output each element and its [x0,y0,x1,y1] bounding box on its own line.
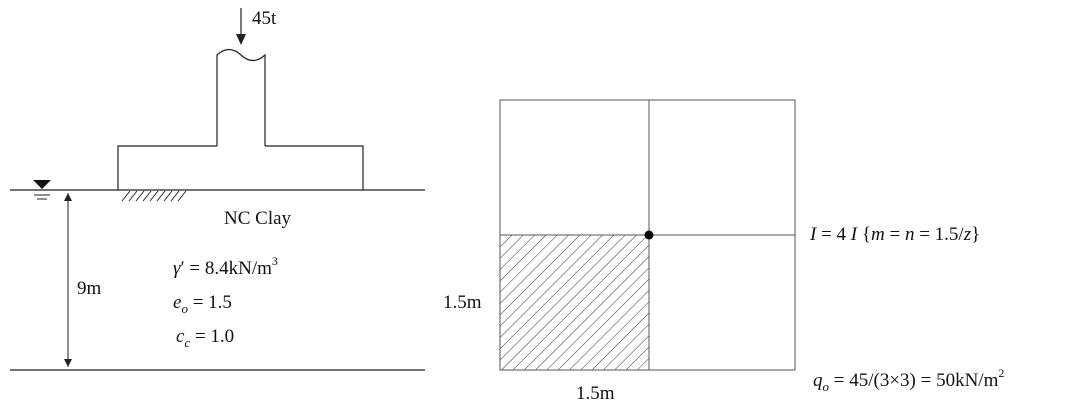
gamma-exponent: 3 [272,254,278,268]
pressure-exponent: 2 [998,366,1004,380]
side-dimension-label: 1.5m [443,292,482,313]
gamma-value: = 8.4kN/m [185,258,272,279]
load-label: 45t [252,8,277,29]
influence-factor-equation: I = 4 I {m = n = 1.5/z} [809,224,980,245]
soil-label: NC Clay [224,208,292,229]
compression-index-subscript: c [184,335,190,350]
void-ratio-subscript: o [181,301,188,316]
pressure-equation: qo = 45/(3×3) = 50kN/m2 [813,366,1004,394]
compression-index-value: = 1.0 [190,326,234,347]
load-arrow [236,8,246,45]
void-ratio-symbol: e [173,292,181,313]
influence-equals-2: = 1.5/ [914,224,964,245]
hatched-quadrant [500,235,649,370]
compression-index-property: cc = 1.0 [176,326,234,350]
depth-label: 9m [77,278,102,299]
influence-brace-open: { [857,224,871,245]
influence-equals-1: = [885,224,905,245]
void-ratio-property: eo = 1.5 [173,292,232,316]
bottom-dimension-label: 1.5m [576,383,615,404]
footing-slab [117,145,364,190]
influence-I-symbol: I [809,224,818,245]
compression-index-symbol: c [176,326,185,347]
influence-multiplier: = 4 [816,224,850,245]
gamma-prime: ′ [181,258,185,279]
influence-brace-close: } [971,224,980,245]
void-ratio-value: = 1.5 [188,292,232,313]
pressure-q-symbol: q [813,370,823,391]
footing-section: 45t 9m NC Clay γ [10,8,425,371]
influence-n-symbol: n [905,224,915,245]
influence-m-symbol: m [871,224,885,245]
ground-hatch [121,190,187,202]
gamma-property: γ′ = 8.4kN/m3 [173,254,278,279]
pressure-q-subscript: o [823,379,830,394]
pressure-value: = 45/(3×3) = 50kN/m [829,370,999,391]
center-point [644,230,654,240]
footing-plan: 1.5m 1.5m I = 4 I {m = n = 1.5/z} qo = 4… [443,99,1004,404]
depth-dimension [64,193,72,367]
gamma-symbol: γ [173,258,181,279]
column [216,48,266,146]
water-table-icon [33,180,51,200]
influence-z-symbol: z [963,224,972,245]
influence-I-symbol-2: I [850,224,859,245]
